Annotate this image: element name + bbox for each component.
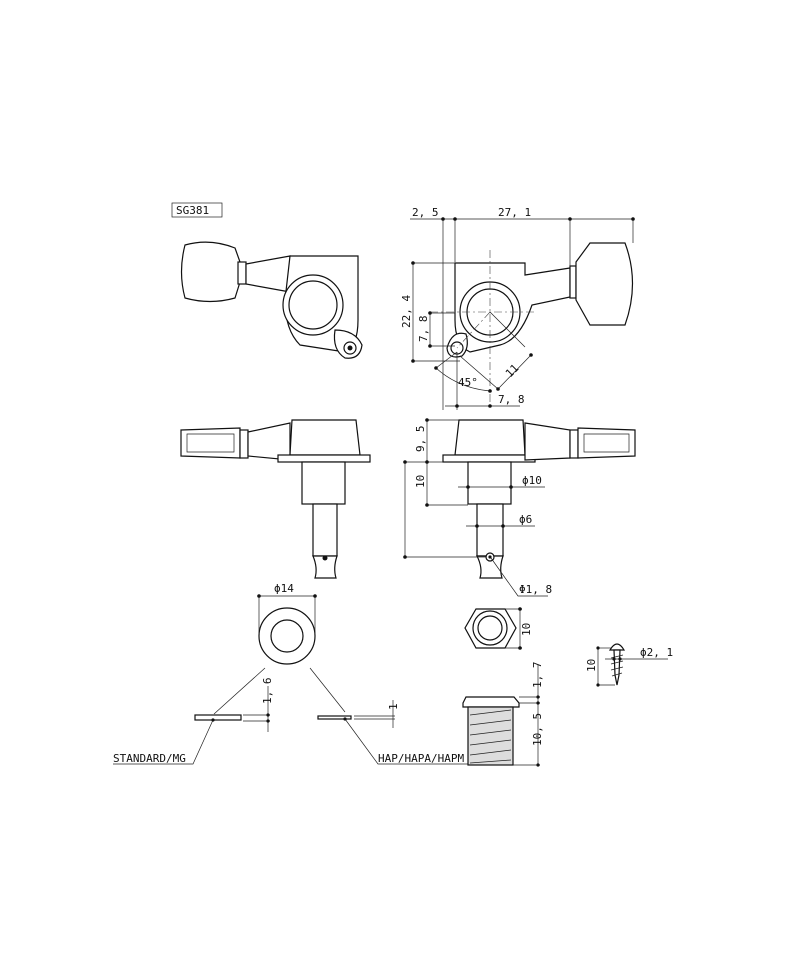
dim-housing-height: 22, 4 [400,295,413,328]
dim-washer-standard-thickness: 1, 6 [261,678,274,705]
dim-bushing-head-height: 1, 7 [531,662,544,689]
dim-overall-length: 27, 1 [498,206,531,219]
dim-screw-diameter: ϕ2, 1 [640,646,673,659]
dim-shaft-diameter: ϕ10 [522,474,542,487]
dim-housing-thickness: 9, 5 [414,426,427,453]
label-washer-hap: HAP/HAPA/HAPM [378,752,464,765]
model-label-text: SG381 [176,204,209,217]
dim-screw-length: 10 [585,659,598,672]
dim-nut-size: 10 [520,623,533,636]
dim-washer-hap-thickness: 1 [387,703,400,710]
dim-tab-offset-vertical: 7, 8 [417,316,430,343]
washer: ϕ14 1, 6 1 STANDARD/MG HAP/HAPA/HAPM [113,582,470,765]
tuner-front-view-left [180,241,363,359]
tuner-front-view-right: 2, 5 27, 1 22, 4 7, 8 11 45° 7, 8 [400,206,635,410]
label-washer-standard: STANDARD/MG [113,752,186,765]
dim-string-hole-diameter: Φ1, 8 [519,583,552,596]
dim-tab-distance: 11 [503,362,522,381]
tuner-side-view-left [180,419,371,579]
screw: 10 ϕ2, 1 [585,643,673,687]
dim-post-diameter: ϕ6 [519,513,532,526]
dim-tab-angle: 45° [458,376,478,389]
hex-nut-bushing: 10 1, 7 10, 5 [462,607,544,767]
dim-top-offset: 2, 5 [412,206,439,219]
tuner-side-view-right: 9, 5 10 ϕ10 ϕ6 Φ1, 8 [403,418,636,597]
dim-washer-diameter: ϕ14 [274,582,294,595]
dim-shaft-length: 10 [414,475,427,488]
model-label: SG381 [171,202,223,218]
dim-bushing-length: 10, 5 [531,713,544,746]
dim-tab-offset-horizontal: 7, 8 [498,393,525,406]
